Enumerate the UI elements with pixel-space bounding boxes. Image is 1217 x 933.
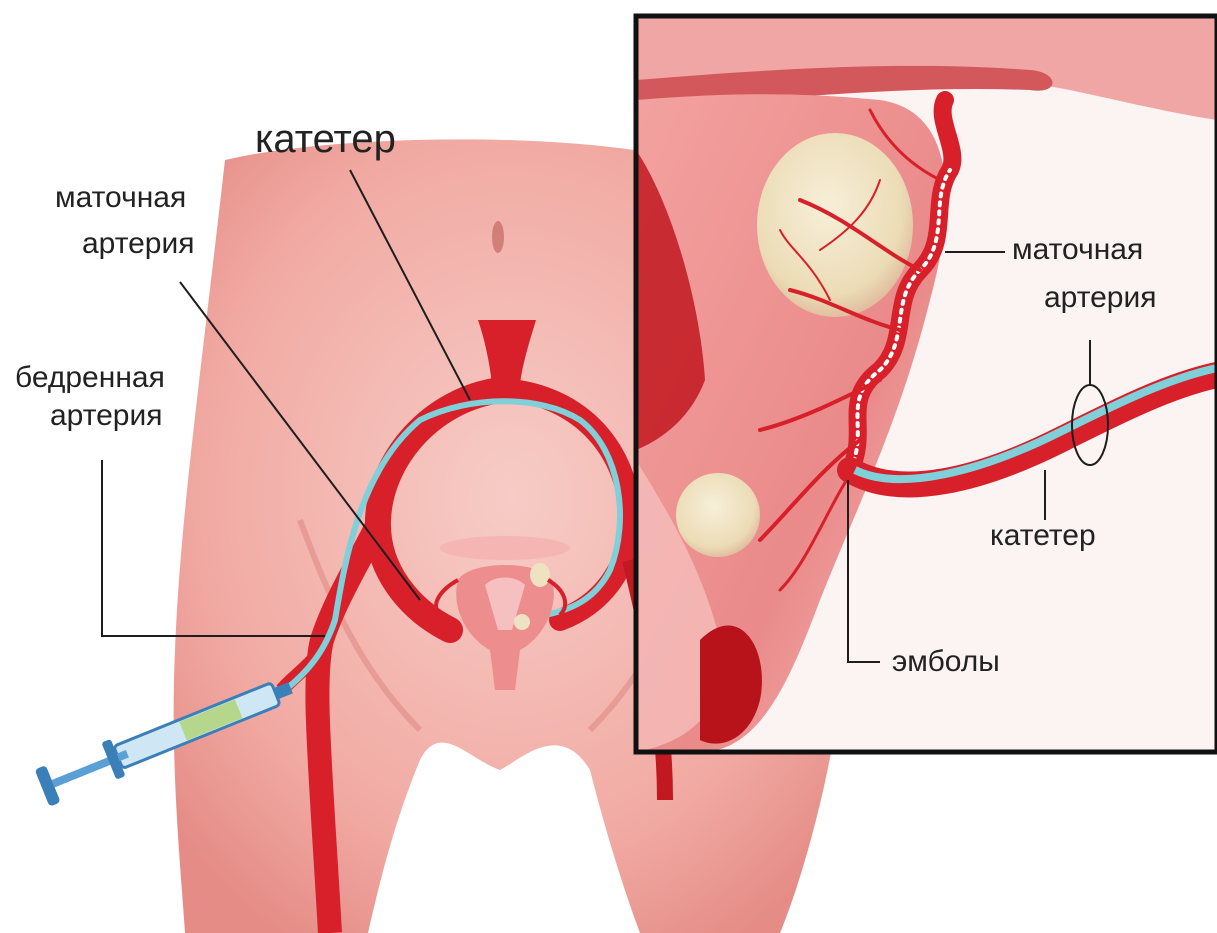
- fibroid-icon: [757, 133, 913, 317]
- navel: [492, 221, 504, 253]
- label-uterine-artery-inset-line2: артерия: [1044, 280, 1157, 316]
- label-femoral-artery-line1: бедренная: [15, 360, 165, 396]
- label-uterine-artery-main-line1: маточная: [55, 180, 186, 216]
- label-femoral-artery-line2: артерия: [50, 398, 163, 434]
- label-catheter-inset: катетер: [990, 518, 1096, 554]
- uterus-fibroid-small: [530, 563, 550, 587]
- label-uterine-artery-inset-line1: маточная: [1012, 232, 1143, 268]
- fibroid-small: [676, 473, 760, 557]
- label-catheter-main: катетер: [255, 115, 396, 163]
- label-emboli: эмболы: [892, 644, 1000, 680]
- label-uterine-artery-main-line2: артерия: [82, 226, 195, 262]
- inset-panel: [636, 16, 1217, 752]
